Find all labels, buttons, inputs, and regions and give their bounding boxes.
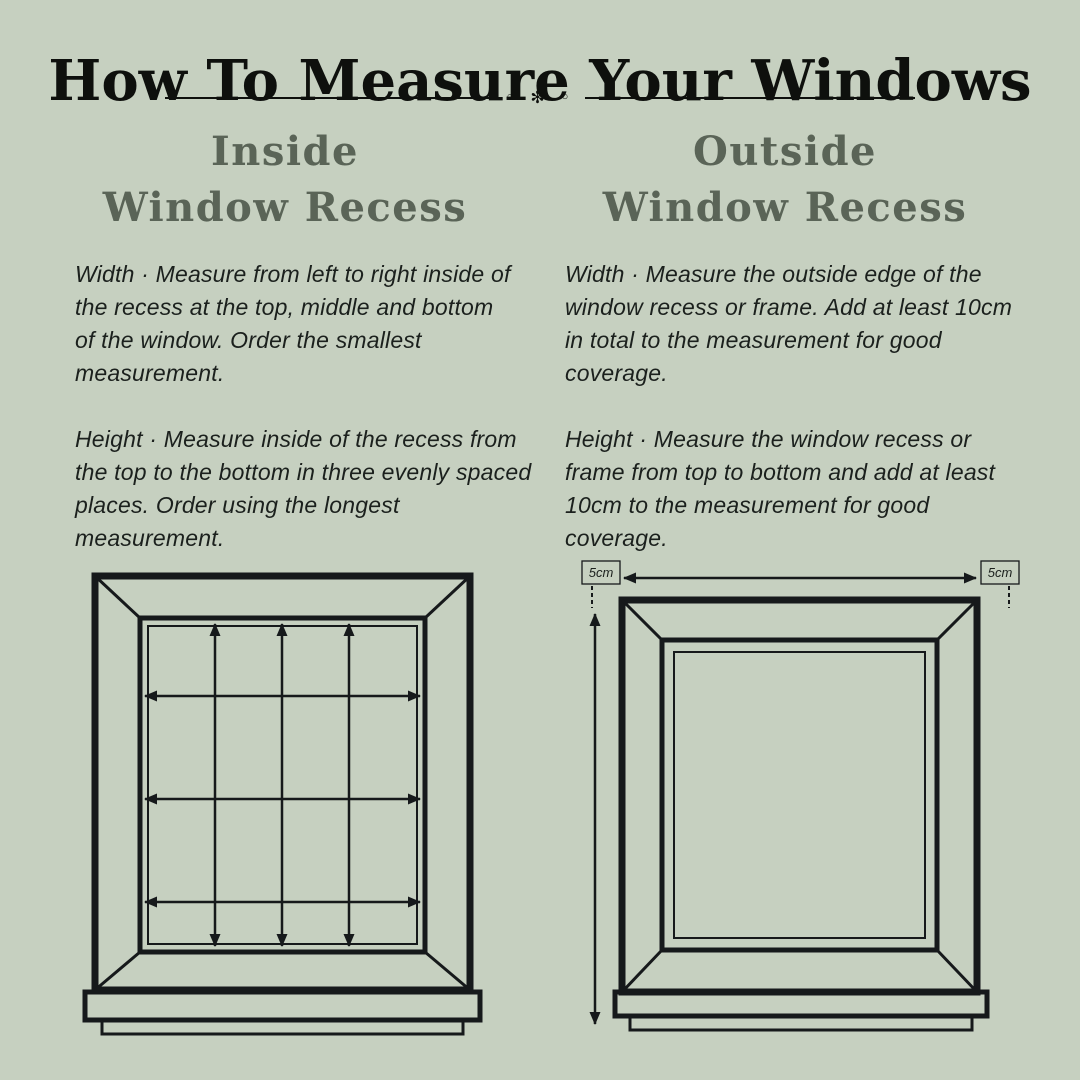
inside-heading-line1: Inside xyxy=(211,128,359,175)
right-margin-label: 5cm xyxy=(988,565,1013,580)
window-sill xyxy=(82,989,483,1036)
height-measure-arrows xyxy=(209,623,355,947)
window-sill xyxy=(612,989,990,1032)
ornamental-divider: ◦ ✻ ◦ xyxy=(165,86,916,110)
page-title: How To Measure Your Windows xyxy=(48,47,1032,114)
inside-heading-line2: Window Recess xyxy=(102,184,468,231)
inside-recess-heading: Inside Window Recess xyxy=(55,124,515,236)
window-frame xyxy=(618,596,981,996)
inside-window-diagram xyxy=(82,572,483,1036)
divider-line-right xyxy=(585,97,916,99)
left-margin-callout: 5cm xyxy=(581,560,621,608)
width-measure-arrows xyxy=(144,690,421,908)
inside-height-instructions: Height · Measure inside of the recess fr… xyxy=(75,426,532,552)
outside-heading-line1: Outside xyxy=(692,128,878,175)
divider-ornament-icon: ◦ ✻ ◦ xyxy=(504,88,576,108)
outside-heading-line2: Window Recess xyxy=(602,184,968,231)
outside-height-instructions: Height · Measure the window recess or fr… xyxy=(565,426,996,552)
divider-line-left xyxy=(165,97,495,99)
outside-width-instructions: Width · Measure the outside edge of the … xyxy=(565,261,1013,387)
outside-window-diagram: 5cm 5cm xyxy=(581,560,1020,1032)
right-margin-callout: 5cm xyxy=(980,560,1020,608)
inside-width-instructions: Width · Measure from left to right insid… xyxy=(75,261,511,387)
left-margin-label: 5cm xyxy=(589,565,614,580)
outside-recess-heading: Outside Window Recess xyxy=(550,124,1020,236)
